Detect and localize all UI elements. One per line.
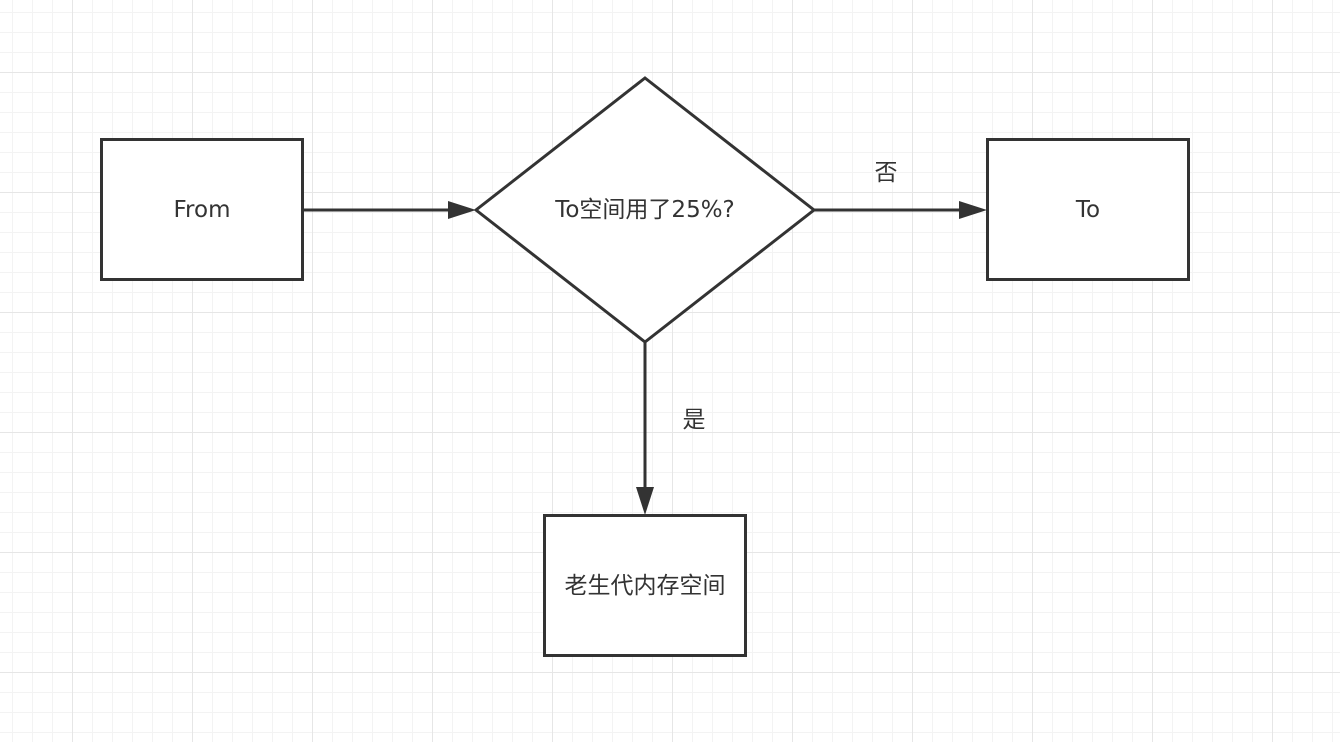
old-gen-node-box[interactable] [543,514,747,657]
arrowhead-decision-to-to [959,201,987,219]
arrowhead-from-to-decision [448,201,476,219]
decision-node-label: To空间用了25%? [555,197,735,223]
old-gen-node-label: 老生代内存空间 [564,572,726,599]
to-node-label: To [1075,196,1101,223]
from-node-label: From [173,196,231,223]
to-node-box[interactable] [986,138,1190,281]
edge-label-yes: 是 [682,407,706,433]
edge-label-no: 否 [874,160,898,186]
from-node-box[interactable] [100,138,304,281]
arrowhead-decision-to-old-gen [636,487,654,515]
